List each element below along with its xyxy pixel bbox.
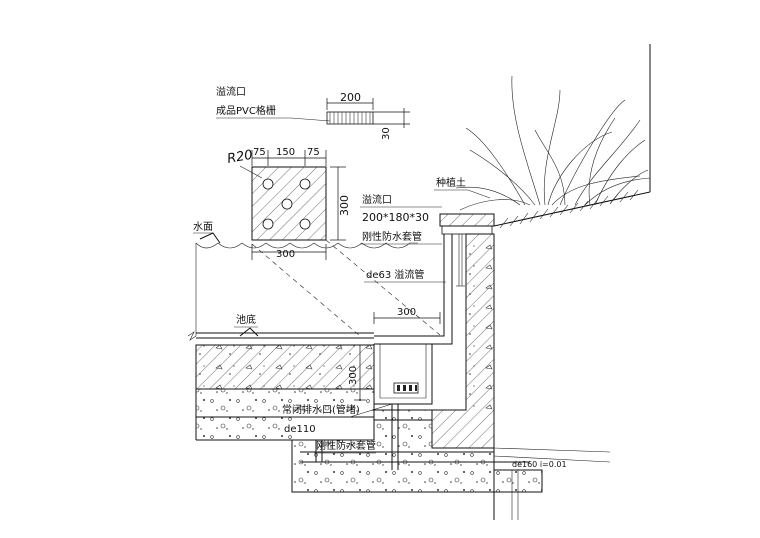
water-surface-label: 水面 (193, 221, 213, 233)
outfall-slope-label: de160 i=0.01 (512, 460, 567, 469)
grille-detail: 溢流口 成品PVC格栅 200 30 (216, 85, 410, 140)
overflow-outlet-label: 溢流口 (362, 193, 392, 206)
pool-wall (431, 233, 495, 520)
dim-75-left-label: 75 (253, 147, 266, 158)
pipe-slope-label: de110 (284, 424, 316, 435)
dim-150-label: 150 (276, 147, 295, 158)
planting-soil-label: 种植土 (436, 176, 466, 189)
pool-bottom: 池底 (195, 313, 375, 441)
overflow-outlet-top-label: 溢流口 (216, 85, 246, 98)
dim-300-bottom-label: 300 (276, 249, 295, 260)
dim-30-side-label: 30 (381, 127, 392, 140)
drain-outlet-label: 常闭排水口(管堵) (282, 403, 360, 416)
dim-200-label: 200 (340, 91, 361, 104)
radius-label: R20 (226, 148, 254, 167)
dim-75-right-label: 75 (307, 147, 320, 158)
rigid-sleeve-top-label: 刚性防水套管 (362, 230, 422, 243)
dim-300-pipe-label: 300 (397, 307, 416, 318)
rigid-sleeve-bottom-label: 刚性防水套管 (316, 439, 376, 452)
sump-pit: 300 300 (348, 307, 441, 405)
water-surface: 水面 (193, 221, 418, 336)
pool-bottom-label: 池底 (236, 313, 256, 326)
planting-area (455, 44, 651, 229)
pvc-grille-label: 成品PVC格栅 (216, 104, 276, 117)
dim-300-sump-label: 300 (348, 366, 359, 385)
overflow-pipe-label: de63 溢流管 (366, 268, 424, 281)
overflow-outlet-size-label: 200*180*30 (362, 211, 429, 224)
dim-300-vertical-label: 300 (338, 195, 351, 216)
cover-plan-detail: R20 75 150 75 300 300 (226, 147, 351, 260)
